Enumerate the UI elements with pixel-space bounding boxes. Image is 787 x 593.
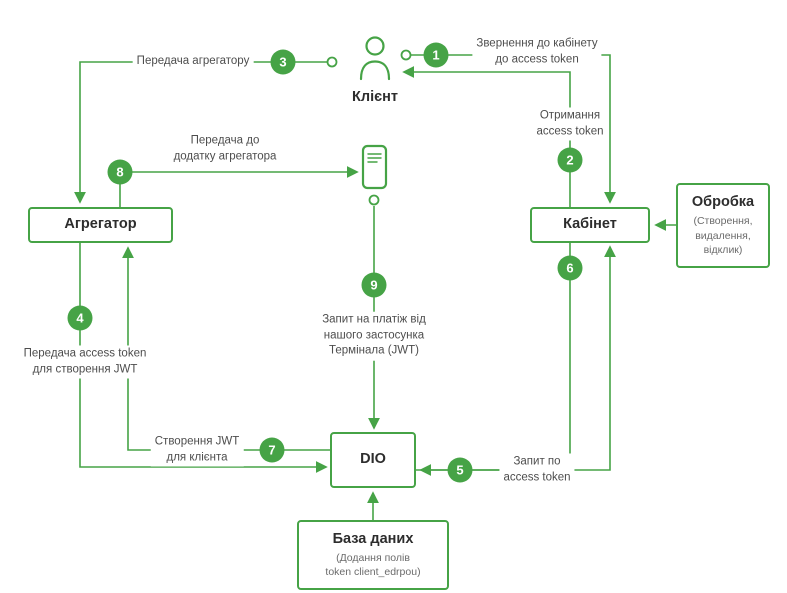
node-database: База даних (Додання полів token client_e… <box>297 520 449 590</box>
client-icon <box>359 36 391 81</box>
arrow-cabinet-to-dio <box>419 243 571 476</box>
step-label-3: Передача агрегатору <box>132 53 254 71</box>
processing-subtitle: (Створення, видалення, відклик) <box>693 215 753 256</box>
processing-title: Обробка <box>691 194 755 211</box>
step-circle-8: 8 <box>107 159 133 185</box>
step-label-4: Передача access token для створення JWT <box>19 345 151 379</box>
step-circle-4: 4 <box>67 305 93 331</box>
connector-rings <box>326 49 412 206</box>
cabinet-title: Кабінет <box>563 216 617 233</box>
arrow-aggregator-to-app <box>119 166 359 207</box>
step-circle-9: 9 <box>361 272 387 298</box>
step-label-7: Створення JWT для клієнта <box>150 433 244 467</box>
node-aggregator: Агрегатор <box>28 207 173 243</box>
arrow-dio-to-cabinet <box>416 245 616 471</box>
step-circle-1: 1 <box>423 42 449 68</box>
step-label-1: Звернення до кабінету до access token <box>472 35 602 69</box>
database-subtitle: (Додання полів token client_edrpou) <box>325 552 421 579</box>
step-circle-6: 6 <box>557 255 583 281</box>
phone-icon <box>361 144 388 190</box>
step-label-8: Передача до додатку агрегатора <box>169 132 281 166</box>
aggregator-title: Агрегатор <box>64 216 137 233</box>
step-label-9: Запит на платіж від нашого застосунка Те… <box>318 311 430 361</box>
step-circle-3: 3 <box>270 49 296 75</box>
node-cabinet: Кабінет <box>530 207 650 243</box>
step-circle-2: 2 <box>557 147 583 173</box>
step-label-2: Отримання access token <box>532 107 608 141</box>
client-label: Клієнт <box>349 89 401 105</box>
node-dio: DIO <box>330 432 416 488</box>
node-processing: Обробка (Створення, видалення, відклик) <box>676 183 770 268</box>
step-label-5: Запит по access token <box>499 453 575 487</box>
arrow-dio-to-aggregator <box>122 246 330 451</box>
step-circle-5: 5 <box>447 457 473 483</box>
connector-ring <box>400 49 412 61</box>
dio-title: DIO <box>360 451 386 468</box>
connector-ring <box>326 56 338 68</box>
connector-ring <box>368 194 380 206</box>
step-circle-7: 7 <box>259 437 285 463</box>
database-title: База даних <box>332 530 414 547</box>
